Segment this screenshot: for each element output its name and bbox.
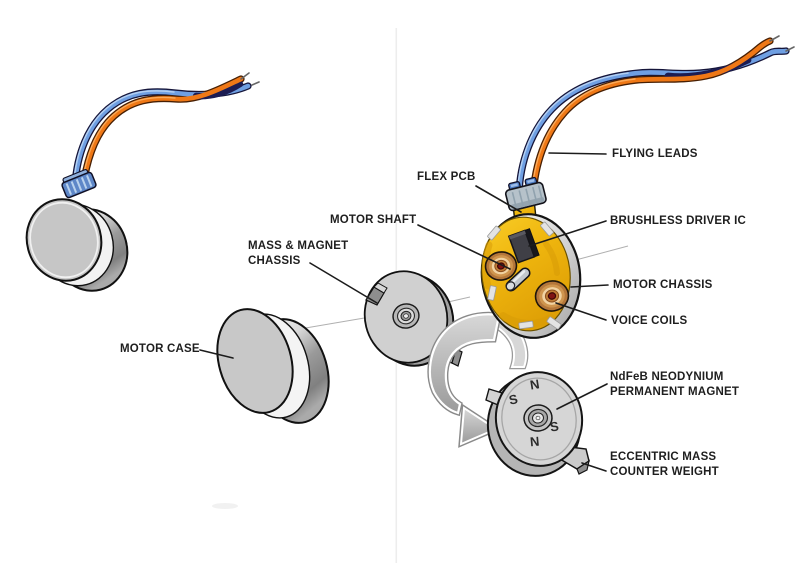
- magnet-counterweight-assembly: [485, 371, 590, 477]
- label-mass-magnet-chassis-line2: CHASSIS: [248, 255, 301, 267]
- label-voice-coils: VOICE COILS: [611, 315, 688, 327]
- motor-case-part: [216, 308, 330, 424]
- motor-chassis-pcb-part: [480, 198, 582, 339]
- brushless-driver-ic-chip: [507, 228, 540, 264]
- leader-permanent-magnet: [556, 383, 608, 410]
- magnet-pole-s-right: S: [548, 418, 560, 435]
- assembled-motor-wires: [71, 72, 260, 191]
- label-flying-leads: FLYING LEADS: [612, 148, 698, 160]
- assembled-motor: [25, 72, 260, 292]
- label-counter-weight-line1: ECCENTRIC MASS: [610, 451, 717, 463]
- magnet-pole-n-bottom: N: [529, 433, 541, 450]
- label-mass-magnet-chassis-line1: MASS & MAGNET: [248, 240, 349, 252]
- magnet-pole-n-top: N: [528, 376, 541, 393]
- chassis-hub: [392, 303, 420, 329]
- label-counter-weight-line2: COUNTER WEIGHT: [610, 466, 719, 478]
- assembled-motor-collar: [61, 169, 97, 199]
- pcb-collar-grommet: [504, 176, 547, 212]
- leader-motor-chassis: [570, 284, 609, 288]
- leader-motor-case: [199, 349, 234, 359]
- rotation-swirl-arrow: [427, 311, 529, 448]
- mass-magnet-chassis-part: [363, 270, 463, 367]
- flying-leads-wires: [515, 35, 795, 200]
- magnet-hub: [523, 404, 553, 432]
- label-motor-case: MOTOR CASE: [120, 343, 200, 355]
- label-brushless-driver-ic: BRUSHLESS DRIVER IC: [610, 215, 747, 227]
- leader-counter-weight: [581, 462, 607, 472]
- leader-brushless-driver-ic: [528, 220, 607, 247]
- label-permanent-magnet-line1: NdFeB NEODYNIUM: [610, 371, 724, 383]
- label-motor-chassis: MOTOR CHASSIS: [613, 279, 713, 291]
- leader-flying-leads: [548, 152, 607, 155]
- label-motor-shaft: MOTOR SHAFT: [330, 214, 417, 226]
- pcb-pads: [487, 221, 562, 330]
- label-flex-pcb: FLEX PCB: [417, 171, 476, 183]
- leader-motor-shaft: [417, 224, 511, 270]
- voice-coil-right: [534, 280, 570, 312]
- leader-lines: [199, 152, 609, 472]
- assembled-motor-body: [25, 198, 129, 292]
- motor-shaft-part: [505, 267, 531, 292]
- label-permanent-magnet-line2: PERMANENT MAGNET: [610, 386, 740, 398]
- leader-mass-magnet-chassis: [309, 262, 378, 304]
- leader-flex-pcb: [475, 185, 522, 213]
- leader-voice-coils: [555, 302, 607, 321]
